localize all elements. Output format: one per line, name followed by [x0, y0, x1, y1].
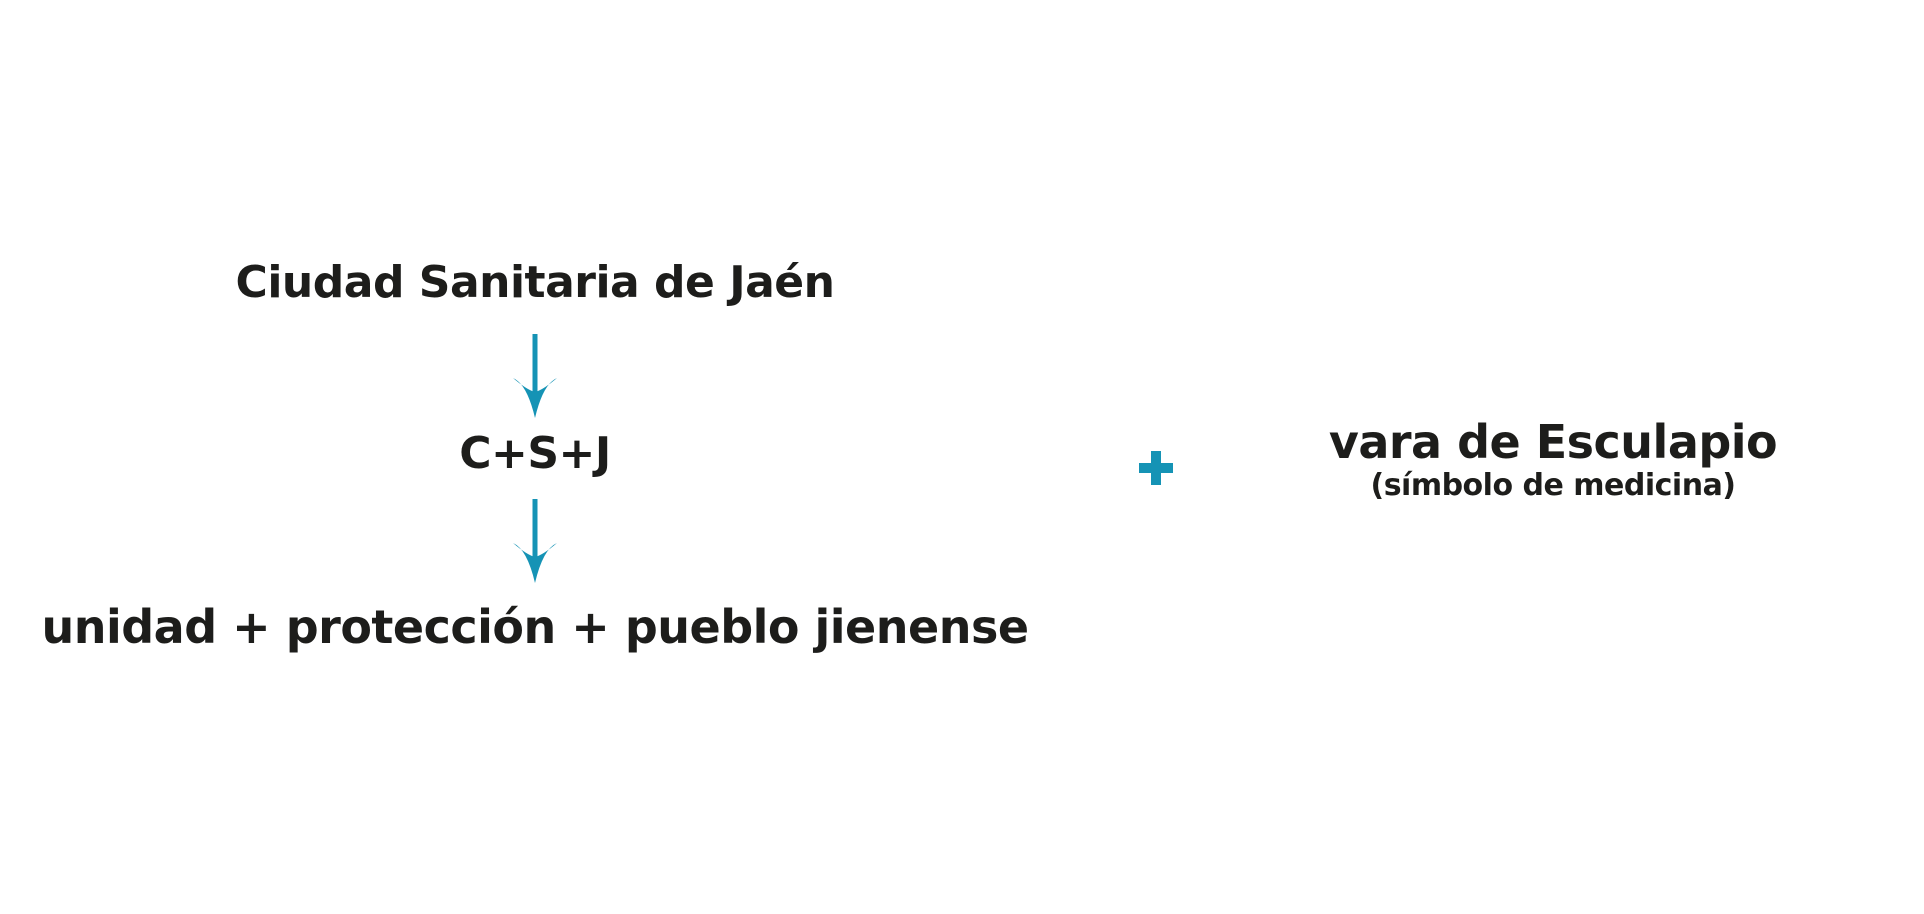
meaning-text: unidad + protección + pueblo jienense	[41, 600, 1029, 654]
symbol-description-text: (símbolo de medicina)	[1370, 468, 1736, 503]
arrow-down-icon	[513, 499, 557, 583]
symbol-name-text: vara de Esculapio	[1328, 415, 1778, 469]
plus-icon	[1139, 451, 1173, 485]
acronym-text: C+S+J	[459, 428, 611, 479]
arrow-down-icon	[513, 334, 557, 418]
origin-name-text: Ciudad Sanitaria de Jaén	[235, 257, 835, 308]
